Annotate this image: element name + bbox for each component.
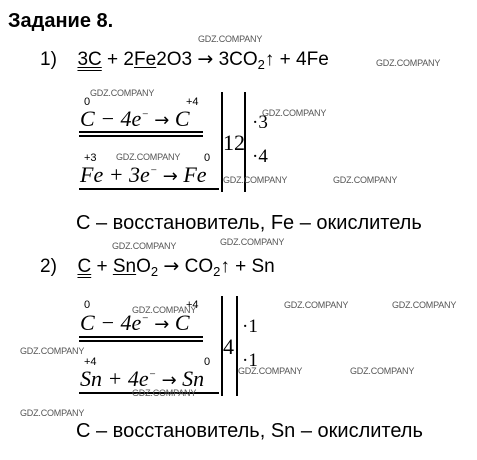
task2-plus: + [91,256,113,277]
watermark: GDZ.COMPANY [116,152,181,162]
task1-h2-sup: − [149,164,158,177]
task2-h2-sup: − [148,368,157,381]
watermark: GDZ.COMPANY [112,241,177,251]
task1-tail: + 4Fe [274,49,329,70]
task1-h1-underline2 [79,135,203,137]
task1-arrow: → [197,48,214,70]
task1-h1-ox-left: 0 [84,96,91,108]
task1-h2-underline [79,188,219,190]
task2-bar-right [236,296,238,396]
task1-lcm: 12 [223,130,245,155]
task1-h1-ox-right: +4 [186,96,199,108]
task2-arrow: → [163,255,180,277]
task1-h2-left: Fe [80,162,104,187]
task2-conclusion: C – восстановитель, Sn – окислитель [76,420,423,442]
task1-h2-ox-right: 0 [204,152,211,164]
task1-h1-underline [79,131,203,133]
task2-oxide: O [136,256,151,277]
task1-h2-mid: + 3e [103,162,150,187]
task2-h1-sup: − [141,312,149,325]
task2-tail: + Sn [229,256,275,277]
task2-h1-underline2 [79,340,203,342]
watermark: GDZ.COMPANY [132,388,197,398]
task1-co2: 3CO [213,49,258,70]
task1-h2-arrow: → [162,166,178,187]
task2-h2-ox-right: 0 [204,356,211,368]
task2-h2-mid: + 4e [102,366,149,391]
watermark: GDZ.COMPANY [90,88,155,98]
task1-half-reaction-2: Fe + 3e− → Fe [80,162,207,188]
watermark: GDZ.COMPANY [132,305,197,315]
task2-h2-underline [79,392,219,394]
watermark: GDZ.COMPANY [20,346,85,356]
task2-h1-underline [79,336,203,338]
watermark: GDZ.COMPANY [20,408,85,418]
task1-bar-left [221,92,223,192]
task1-carbon: 3C [77,49,102,70]
task2-h2-ox-left: +4 [84,356,97,368]
task2-half-reaction-1: C − 4e− → C [80,310,190,336]
task2-co2-sub: 2 [213,264,221,279]
task1-multiplier-1: ·3 [252,112,268,133]
task1-co2-sub: 2 [257,57,265,72]
task1-equation: 1) 3C + 2Fe2O3 → 3CO2↑ + 4Fe [40,48,329,72]
task1-up-arrow-icon: ↑ [264,49,275,70]
task1-h1-mid: − 4e [94,106,142,131]
task1-iron: Fe [134,49,157,70]
task2-tin: Sn [112,256,137,277]
task2-h1-ox-right: +4 [186,299,199,311]
task2-multiplier-2: ·1 [242,350,258,371]
task1-oxide: 2O3 [156,49,193,70]
task1-h1-sup: − [141,108,149,121]
watermark: GDZ.COMPANY [376,58,441,68]
task2-h2-left: Sn [80,366,102,391]
watermark: GDZ.COMPANY [238,366,303,376]
task2-h2-arrow: → [161,370,177,391]
task2-h1-left: C [80,310,95,335]
watermark: GDZ.COMPANY [198,34,263,44]
watermark: GDZ.COMPANY [220,237,285,247]
watermark: GDZ.COMPANY [284,300,349,310]
task2-up-arrow-icon: ↑ [220,256,230,277]
watermark: GDZ.COMPANY [350,366,415,376]
page-title: Задание 8. [8,10,114,32]
task2-bar-left [221,296,223,396]
task1-h1-arrow: → [154,110,170,131]
task2-h1-ox-left: 0 [84,299,91,311]
task1-multiplier-2: ·4 [252,146,268,167]
watermark: GDZ.COMPANY [392,300,457,310]
task2-half-reaction-2: Sn + 4e− → Sn [80,366,204,392]
task1-h1-left: C [80,106,95,131]
task2-h1-mid: − 4e [94,310,142,335]
task2-h2-right: Sn [182,366,205,391]
watermark: GDZ.COMPANY [223,175,288,185]
task1-h2-right: Fe [183,162,207,187]
task2-lcm: 4 [223,334,234,359]
task1-bar-right [244,92,246,192]
task2-multiplier-1: ·1 [242,316,258,337]
watermark: GDZ.COMPANY [333,175,398,185]
task2-h1-right: C [174,310,190,335]
task2-oxide-sub: 2 [150,264,159,279]
task1-half-reaction-1: C − 4e− → C [80,106,190,132]
task2-carbon: C [77,256,92,277]
task1-h2-ox-left: +3 [84,152,97,164]
task1-h1-right: C [174,106,190,131]
task1-conclusion: C – восстановитель, Fe – окислитель [76,212,422,234]
task2-h1-arrow: → [154,314,170,335]
task2-co2: CO [179,256,214,277]
task1-number: 1) [40,49,57,70]
task2-number: 2) [40,256,57,277]
watermark: GDZ.COMPANY [262,108,327,118]
task2-equation: 2) C + SnO2 → CO2↑ + Sn [40,255,275,279]
task1-plus: + 2 [101,49,134,70]
